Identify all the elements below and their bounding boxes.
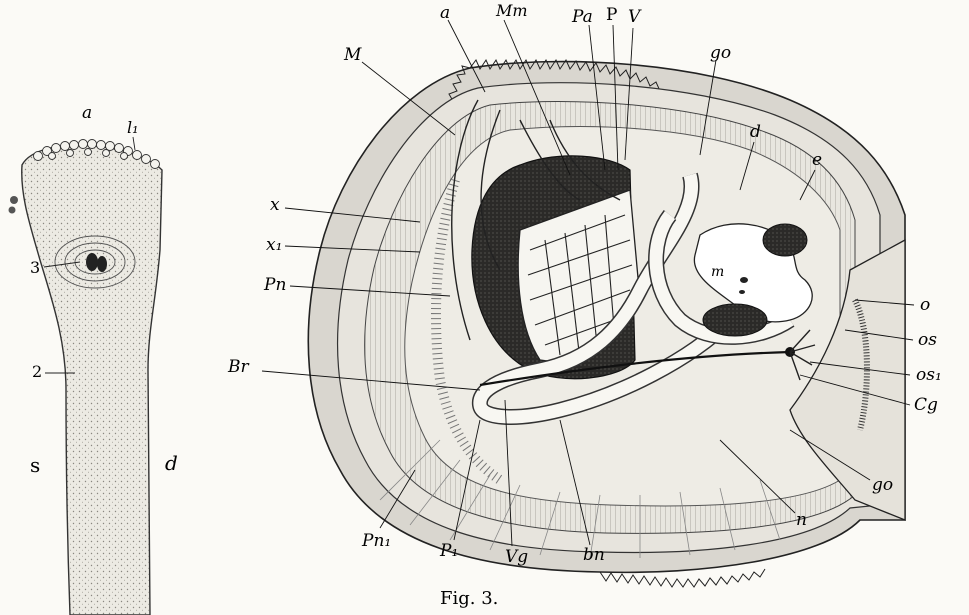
label-os1: os₁ xyxy=(916,365,942,385)
label-Vg: Vg xyxy=(505,547,528,567)
label-e: e xyxy=(812,150,822,170)
left-specimen-knob xyxy=(10,196,18,204)
label-M: M xyxy=(343,45,362,65)
label-l1: l₁ xyxy=(127,118,139,137)
left-specimen-body xyxy=(22,145,162,615)
label-2: 2 xyxy=(32,362,42,381)
label-3: 3 xyxy=(30,258,40,277)
label-os: os xyxy=(918,330,937,350)
label-go-top: go xyxy=(710,43,731,63)
label-a-right: a xyxy=(440,3,450,23)
stomach-dot xyxy=(739,290,745,294)
label-s: s xyxy=(30,453,40,477)
right-section xyxy=(262,20,914,587)
label-Br: Br xyxy=(227,357,249,377)
label-x1: x₁ xyxy=(266,235,282,255)
label-Mm: Mm xyxy=(495,1,528,20)
label-P1: P₁ xyxy=(439,541,458,561)
left-specimen-pore-center xyxy=(97,256,107,272)
label-go-bottom: go xyxy=(872,475,893,495)
label-V: V xyxy=(628,7,642,27)
label-m: m xyxy=(711,264,724,280)
gonad-cluster xyxy=(763,224,807,256)
label-d-left: d xyxy=(165,451,178,475)
label-Pn: Pn xyxy=(263,275,286,295)
label-n: n xyxy=(796,510,807,530)
label-o: o xyxy=(920,295,930,315)
label-Pa: Pa xyxy=(571,7,593,27)
label-Cg: Cg xyxy=(914,395,938,415)
stomach-dot xyxy=(740,277,748,283)
figure-caption: Fig. 3. xyxy=(440,588,498,609)
leader-line xyxy=(133,137,135,150)
label-x: x xyxy=(270,195,280,215)
gonad-cluster xyxy=(703,304,767,336)
label-a-left: a xyxy=(82,103,92,123)
label-P: P xyxy=(606,5,617,25)
label-Pn1: Pn₁ xyxy=(361,531,391,551)
left-specimen-pore-center xyxy=(86,253,98,271)
label-bn: bn xyxy=(583,545,605,565)
left-specimen-knob xyxy=(9,207,16,214)
label-d-right: d xyxy=(750,122,761,142)
